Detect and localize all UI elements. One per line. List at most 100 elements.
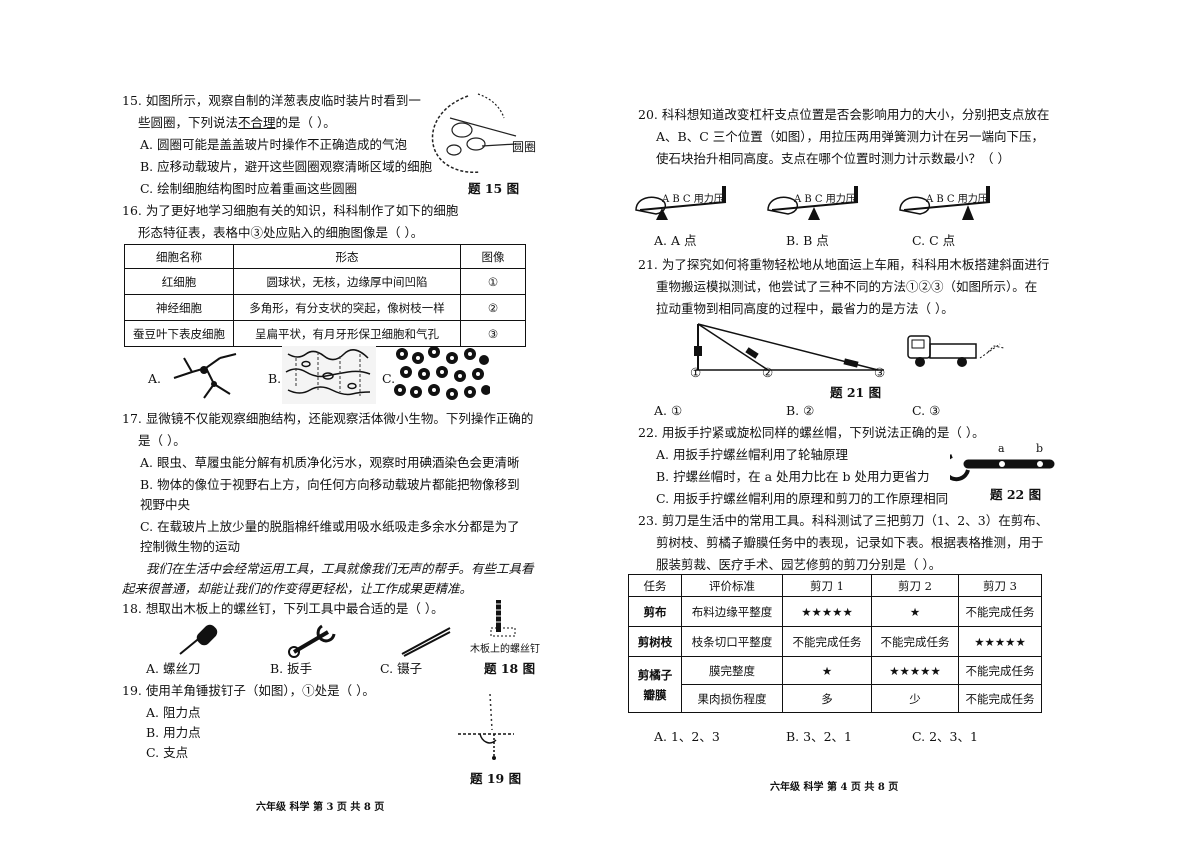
screwdriver-icon bbox=[179, 624, 218, 655]
q18-figure-label: 木板上的螺丝钉 bbox=[470, 644, 540, 655]
q22-option-b[interactable]: B. 拧螺丝帽时，在 a 处用力比在 b 处用力更省力 bbox=[656, 469, 930, 484]
q20-option-c[interactable]: C. C 点 bbox=[912, 233, 956, 248]
table-header: 评价标准 bbox=[681, 574, 783, 597]
q17-option-b-line2[interactable]: 视野中央 bbox=[140, 497, 191, 512]
table-cell: 多 bbox=[782, 684, 872, 713]
task-label: 剪布 bbox=[643, 604, 667, 619]
q15-option-b[interactable]: B. 应移动载玻片，避开这些圆圈观察清晰区域的细胞 bbox=[140, 159, 433, 174]
q22-caption: 题 22 图 bbox=[990, 487, 1042, 502]
q19-option-c[interactable]: C. 支点 bbox=[146, 745, 189, 760]
table-cell: 剪橘子 瓣膜 bbox=[628, 656, 682, 713]
table-cell: 少 bbox=[871, 684, 959, 713]
q20-lever-a-figure bbox=[635, 186, 727, 220]
table-cell: ① bbox=[460, 268, 526, 295]
q20-stem-line2: A、B、C 三个位置（如图），用拉压两用弹簧测力计在另一端向下压， bbox=[656, 129, 1045, 144]
q22-option-c[interactable]: C. 用扳手拧螺丝帽利用的原理和剪刀的工作原理相同 bbox=[656, 491, 949, 506]
table-cell: 膜完整度 bbox=[681, 656, 783, 685]
table-header: 剪刀 1 bbox=[782, 574, 872, 597]
q17-option-b-line1[interactable]: B. 物体的像位于视野右上方，向任何方向移动载玻片都能把物像移到 bbox=[140, 477, 520, 492]
q18-option-b[interactable]: B. 扳手 bbox=[270, 661, 313, 676]
q20-option-b[interactable]: B. B 点 bbox=[786, 233, 829, 248]
q17-option-a[interactable]: A. 眼虫、草履虫能分解有机质净化污水，观察时用碘酒染色会更清晰 bbox=[140, 455, 520, 470]
q18-option-a[interactable]: A. 螺丝刀 bbox=[146, 661, 201, 676]
table-cell: 红细胞 bbox=[124, 268, 234, 295]
table-cell: 布料边缘平整度 bbox=[681, 596, 783, 627]
table-cell: 蚕豆叶下表皮细胞 bbox=[124, 320, 234, 347]
q21-stem-line3: 拉动重物到相同高度的过程中，最省力的是方法（ ）。 bbox=[656, 301, 954, 316]
q19-claw-hammer-figure bbox=[458, 693, 514, 760]
q22-point-b-label: b bbox=[1036, 442, 1044, 455]
tools-intro-line2: 起来很普通，却能让我们的作变得更轻松，让工作成果更精准。 bbox=[122, 581, 473, 596]
table-row: 果肉损伤程度 多 少 不能完成任务 bbox=[629, 684, 1042, 713]
q22-option-a[interactable]: A. 用扳手拧螺丝帽利用了轮轴原理 bbox=[656, 447, 848, 462]
q15-microscope-figure bbox=[431, 93, 517, 174]
q21-option-a[interactable]: A. ① bbox=[654, 403, 683, 418]
table-header: 剪刀 2 bbox=[871, 574, 959, 597]
q20-lever-b-labels: A B C 用力压 bbox=[794, 194, 856, 205]
table-row: 剪橘子 瓣膜 膜完整度 ★ ★★★★★ 不能完成任务 bbox=[628, 656, 1042, 713]
q17-option-c-line1[interactable]: C. 在载玻片上放少量的脱脂棉纤维或用吸水纸吸走多余水分都是为了 bbox=[140, 519, 520, 534]
q15-stem-line1: 15. 如图所示，观察自制的洋葱表皮临时装片时看到一 bbox=[122, 93, 421, 108]
table-header: 剪刀 3 bbox=[958, 574, 1042, 597]
q18-option-c[interactable]: C. 镊子 bbox=[380, 661, 423, 676]
q20-stem-line3: 使石块抬升相同高度。支点在哪个位置时测力计示数最小？（ ） bbox=[656, 151, 1010, 166]
table-header: 任务 bbox=[628, 574, 682, 597]
q20-lever-c-labels: A B C 用力压 bbox=[926, 194, 988, 205]
q16-option-a[interactable]: A. bbox=[148, 371, 162, 386]
q16-epidermis-image bbox=[282, 346, 376, 404]
table-header: 形态 bbox=[233, 244, 461, 269]
table-cell: 多角形，有分支状的突起，像树枝一样 bbox=[233, 294, 461, 321]
q17-option-c-line2[interactable]: 控制微生物的运动 bbox=[140, 539, 241, 554]
q23-stem-line2: 剪树枝、剪橘子瓣膜任务中的表现，记录如下表。根据表格推测，用于 bbox=[656, 535, 1044, 550]
q22-point-a-label: a bbox=[998, 442, 1005, 455]
q21-option-c[interactable]: C. ③ bbox=[912, 403, 941, 418]
q23-option-c[interactable]: C. 2、3、1 bbox=[912, 729, 978, 744]
q15-option-a[interactable]: A. 圆圈可能是盖盖玻片时操作不正确造成的气泡 bbox=[140, 137, 407, 152]
table-cell: ★★★★★ bbox=[871, 656, 959, 685]
table-cell: 呈扁平状，有月牙形保卫细胞和气孔 bbox=[233, 320, 461, 347]
table-header-row: 任务 评价标准 剪刀 1 剪刀 2 剪刀 3 bbox=[628, 574, 1042, 597]
q20-lever-c-figure bbox=[899, 186, 991, 220]
q16-option-c[interactable]: C. bbox=[382, 371, 396, 386]
q15-option-c[interactable]: C. 绘制细胞结构图时应着重画这些圆圈 bbox=[140, 181, 358, 196]
table-cell: 枝条切口平整度 bbox=[681, 626, 783, 657]
q19-caption: 题 19 图 bbox=[470, 771, 522, 786]
q19-stem: 19. 使用羊角锤拔钉子（如图），①处是（ ）。 bbox=[122, 683, 375, 698]
q23-stem-line3: 服装剪裁、医疗手术、园艺修剪的剪刀分别是（ ）。 bbox=[656, 557, 942, 572]
task-label: 剪树枝 bbox=[637, 634, 673, 649]
q22-wrench-figure bbox=[950, 454, 1055, 482]
left-page-footer: 六年级 科学 第 3 页 共 8 页 bbox=[256, 802, 385, 813]
q21-stem-line1: 21. 为了探究如何将重物轻松地从地面运上车厢，科科用木板搭建斜面进行 bbox=[638, 257, 1050, 272]
table-header: 细胞名称 bbox=[124, 244, 234, 269]
table-row: 神经细胞 多角形，有分支状的突起，像树枝一样 ② bbox=[124, 294, 526, 321]
q19-option-b[interactable]: B. 用力点 bbox=[146, 725, 201, 740]
q20-lever-b-figure bbox=[767, 186, 859, 220]
table-cell: ★ bbox=[871, 596, 959, 627]
table-row: 剪布 布料边缘平整度 ★★★★★ ★ 不能完成任务 bbox=[628, 596, 1042, 627]
q23-option-a[interactable]: A. 1、2、3 bbox=[654, 729, 720, 744]
table-cell: 神经细胞 bbox=[124, 294, 234, 321]
q21-mark-2: ② bbox=[762, 365, 774, 380]
q18-caption: 题 18 图 bbox=[484, 661, 536, 676]
table-cell: ★ bbox=[782, 656, 872, 685]
q21-option-b[interactable]: B. ② bbox=[786, 403, 815, 418]
table-cell: 不能完成任务 bbox=[958, 596, 1042, 627]
q15-caption: 题 15 图 bbox=[468, 181, 520, 196]
q17-stem-line1: 17. 显微镜不仅能观察细胞结构，还能观察活体微小生物。下列操作正确的 bbox=[122, 411, 534, 426]
q16-option-b[interactable]: B. bbox=[268, 371, 282, 386]
scissors-test-table: 任务 评价标准 剪刀 1 剪刀 2 剪刀 3 剪布 布料边缘平整度 ★★★★★ … bbox=[628, 574, 1042, 713]
table-cell: ★★★★★ bbox=[782, 596, 872, 627]
table-cell: 不能完成任务 bbox=[958, 656, 1042, 685]
table-cell: 剪树枝 bbox=[628, 626, 682, 657]
table-row: 红细胞 圆球状，无核，边缘厚中间凹陷 ① bbox=[124, 268, 526, 295]
q23-option-b[interactable]: B. 3、2、1 bbox=[786, 729, 852, 744]
q15-stem-part3: 的是（ ）。 bbox=[275, 115, 336, 130]
q21-truck-figure bbox=[907, 335, 1005, 367]
q16-stem-line2: 形态特征表，表格中③处应贴入的细胞图像是（ ）。 bbox=[138, 225, 424, 240]
q16-red-cell-image bbox=[394, 346, 490, 400]
q20-option-a[interactable]: A. A 点 bbox=[654, 233, 697, 248]
q16-stem-line1: 16. 为了更好地学习细胞有关的知识，科科制作了如下的细胞 bbox=[122, 203, 459, 218]
q15-stem-part1: 些圆圈，下列说法 bbox=[138, 115, 239, 130]
right-page-footer: 六年级 科学 第 4 页 共 8 页 bbox=[770, 782, 899, 793]
q19-option-a[interactable]: A. 阻力点 bbox=[146, 705, 201, 720]
